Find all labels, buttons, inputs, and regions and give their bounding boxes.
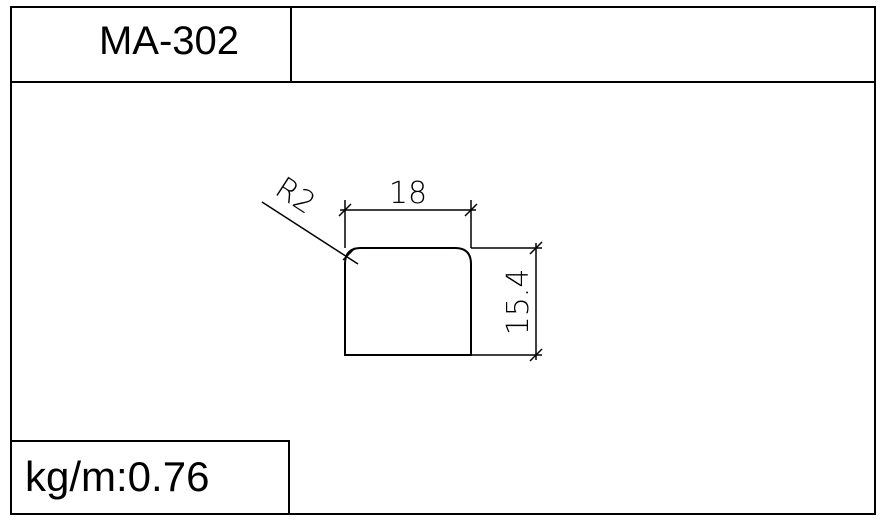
- weight-label: kg/m:0.76: [25, 453, 209, 500]
- height-dimension: 15.4: [471, 241, 543, 362]
- radius-callout: R2: [261, 170, 359, 265]
- radius-leader-line: [261, 201, 359, 265]
- weight-box: kg/m:0.76: [11, 440, 290, 514]
- height-value: 15.4: [501, 269, 536, 336]
- outer-frame: [10, 6, 876, 515]
- title-block: MA-302: [11, 7, 875, 83]
- radius-leader-tick: [342, 247, 356, 261]
- profile-section: [344, 247, 472, 356]
- height-tick-top: [529, 241, 543, 255]
- width-dimension: 18: [338, 176, 478, 248]
- height-tick-bottom: [529, 348, 543, 362]
- width-tick-left: [338, 203, 352, 217]
- part-number: MA-302: [99, 19, 239, 63]
- weight-box-border: [11, 440, 290, 514]
- width-tick-right: [464, 203, 478, 217]
- width-value: 18: [389, 176, 427, 211]
- radius-value: R2: [269, 170, 322, 221]
